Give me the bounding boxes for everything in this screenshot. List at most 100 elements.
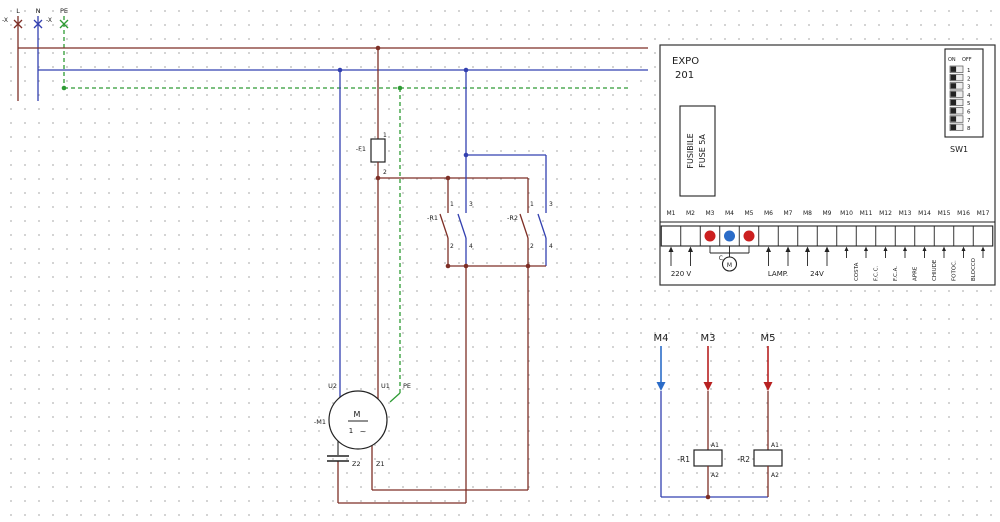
terminal-m5: M5: [745, 210, 754, 217]
terminal-m17: M17: [977, 210, 990, 217]
relay-contacts: -R1 1 2 3 4 -R2 1 2 3 4: [375, 70, 553, 269]
motor-u1-label: U1: [381, 382, 390, 390]
r1-contact2-blade: [457, 213, 467, 239]
capacitor-icon: [327, 441, 349, 462]
board-fuse-label-2: FUSE 5A: [698, 134, 707, 168]
motor-z1-label: Z1: [376, 460, 385, 468]
relay-coil-detail: M4 M3 M5 -R1 A1 A2 -R2 A1 A2: [654, 333, 783, 500]
terminal-m7: M7: [784, 210, 793, 217]
r1-pin-1: 1: [450, 201, 454, 208]
r2-pin-2: 2: [530, 243, 534, 250]
label-costa: COSTA: [854, 262, 860, 281]
dip-name-label: SW1: [950, 145, 968, 154]
label-chiude: CHIUDE: [932, 259, 938, 281]
motor-pe-label: PE: [403, 382, 411, 390]
r2-pin-4: 4: [549, 243, 553, 250]
bus-lines: [18, 45, 648, 91]
label-24v: 24V: [810, 270, 824, 278]
dip-num-4: 4: [967, 93, 971, 99]
label-board-motor: M: [727, 262, 732, 269]
terminal-arrows: [668, 246, 985, 266]
board-fuse-label-1: FUSIBILE: [686, 133, 695, 168]
terminal-m4: M4: [725, 210, 734, 217]
arrow-down-m5-icon: [763, 382, 773, 391]
motor-body: [328, 390, 388, 450]
fuse-body: [370, 138, 386, 163]
label-neutral-n: N: [36, 7, 41, 15]
capacitor-motor-symbol: M C: [709, 246, 750, 272]
expo-board: EXPO 201 FUSIBILE FUSE 5A ON OFF 1 2 3: [659, 44, 996, 286]
dip-switch-sw1: ON OFF 1 2 3 4 5 6 7 8 SW1: [944, 48, 984, 154]
fuse-pin-1: 1: [383, 132, 387, 139]
terminal-m9: M9: [823, 210, 832, 217]
terminal-m13: M13: [899, 210, 912, 217]
terminal-m6: M6: [764, 210, 773, 217]
terminal-m15: M15: [938, 210, 951, 217]
dip-on-label: ON: [948, 57, 956, 63]
coil-r2-body: [753, 449, 783, 467]
r1-label: -R1: [427, 214, 438, 222]
label-blocco: BLOCCO: [971, 257, 977, 281]
board-outline: [659, 44, 996, 286]
coil-r2-a2: A2: [771, 472, 779, 479]
label-terminal-x-left: -X: [2, 17, 8, 24]
terminal-m14: M14: [918, 210, 931, 217]
terminal-m10: M10: [840, 210, 853, 217]
terminal-labels: M1 M2 M3 M4 M5 M6 M7 M8 M9 M10 M11 M12 M…: [667, 210, 990, 217]
r2-pin-1: 1: [530, 201, 534, 208]
coil-r1-a1: A1: [711, 442, 719, 449]
terminal-dot-m4: [724, 230, 735, 242]
board-fuse-box: [679, 105, 716, 197]
terminal-m8: M8: [803, 210, 812, 217]
junction-dot: [61, 85, 67, 91]
fuse-label: -F1: [356, 145, 366, 153]
terminal-m1: M1: [667, 210, 676, 217]
dip-num-3: 3: [967, 85, 971, 91]
terminal-dot-m3: [704, 230, 716, 242]
dip-num-2: 2: [967, 76, 971, 82]
board-title-2: 201: [675, 70, 694, 81]
dip-outline: [944, 48, 984, 138]
r2-label: -R2: [507, 214, 518, 222]
terminal-strip[interactable]: [660, 221, 995, 247]
motor-phase: 1: [349, 427, 353, 435]
detail-m3-label: M3: [701, 333, 716, 344]
label-phase-l: L: [16, 7, 20, 15]
motor-name-label: -M1: [314, 418, 326, 426]
motor-circuit: M 1 ~ U2 U1 PE -M1 Z2 Z1: [314, 70, 529, 504]
label-apre: APRE: [913, 266, 919, 281]
r1-pin-2: 2: [450, 243, 454, 250]
r1-pin-4: 4: [469, 243, 473, 250]
terminal-m11: M11: [860, 210, 873, 217]
dip-num-5: 5: [967, 101, 971, 107]
terminal-m2: M2: [686, 210, 695, 217]
dip-switch-row[interactable]: [949, 65, 964, 131]
fuse-f1: -F1 1 2: [356, 48, 387, 399]
motor-letter: M: [354, 410, 361, 419]
detail-m5-label: M5: [761, 333, 776, 344]
terminal-dot-m5: [743, 230, 755, 242]
wire-pe-tail: [389, 392, 401, 403]
coil-r1-label: -R1: [677, 455, 690, 464]
r2-contact1-blade: [519, 213, 529, 239]
dip-num-1: 1: [967, 68, 971, 74]
r2-pin-3: 3: [549, 201, 553, 208]
motor-u2-label: U2: [328, 382, 337, 390]
dip-num-6: 6: [967, 110, 971, 116]
coil-r2-a1: A1: [771, 442, 779, 449]
supply-terminals: L N PE -X -X: [2, 7, 69, 101]
motor-tilde: ~: [360, 427, 367, 436]
label-lamp: LAMP.: [768, 270, 788, 278]
dip-off-label: OFF: [962, 57, 972, 63]
terminal-m3: M3: [706, 210, 715, 217]
label-pe: PE: [60, 7, 68, 15]
function-labels: COSTA F.C.C. F.C.A. APRE CHIUDE FOTOC. B…: [854, 257, 977, 281]
label-fotoc: FOTOC.: [952, 260, 958, 281]
detail-m4-label: M4: [654, 333, 669, 344]
coil-r2-label: -R2: [737, 455, 750, 464]
coil-r1-a2: A2: [711, 472, 719, 479]
board-title-1: EXPO: [672, 56, 699, 67]
dip-num-8: 8: [967, 126, 971, 132]
